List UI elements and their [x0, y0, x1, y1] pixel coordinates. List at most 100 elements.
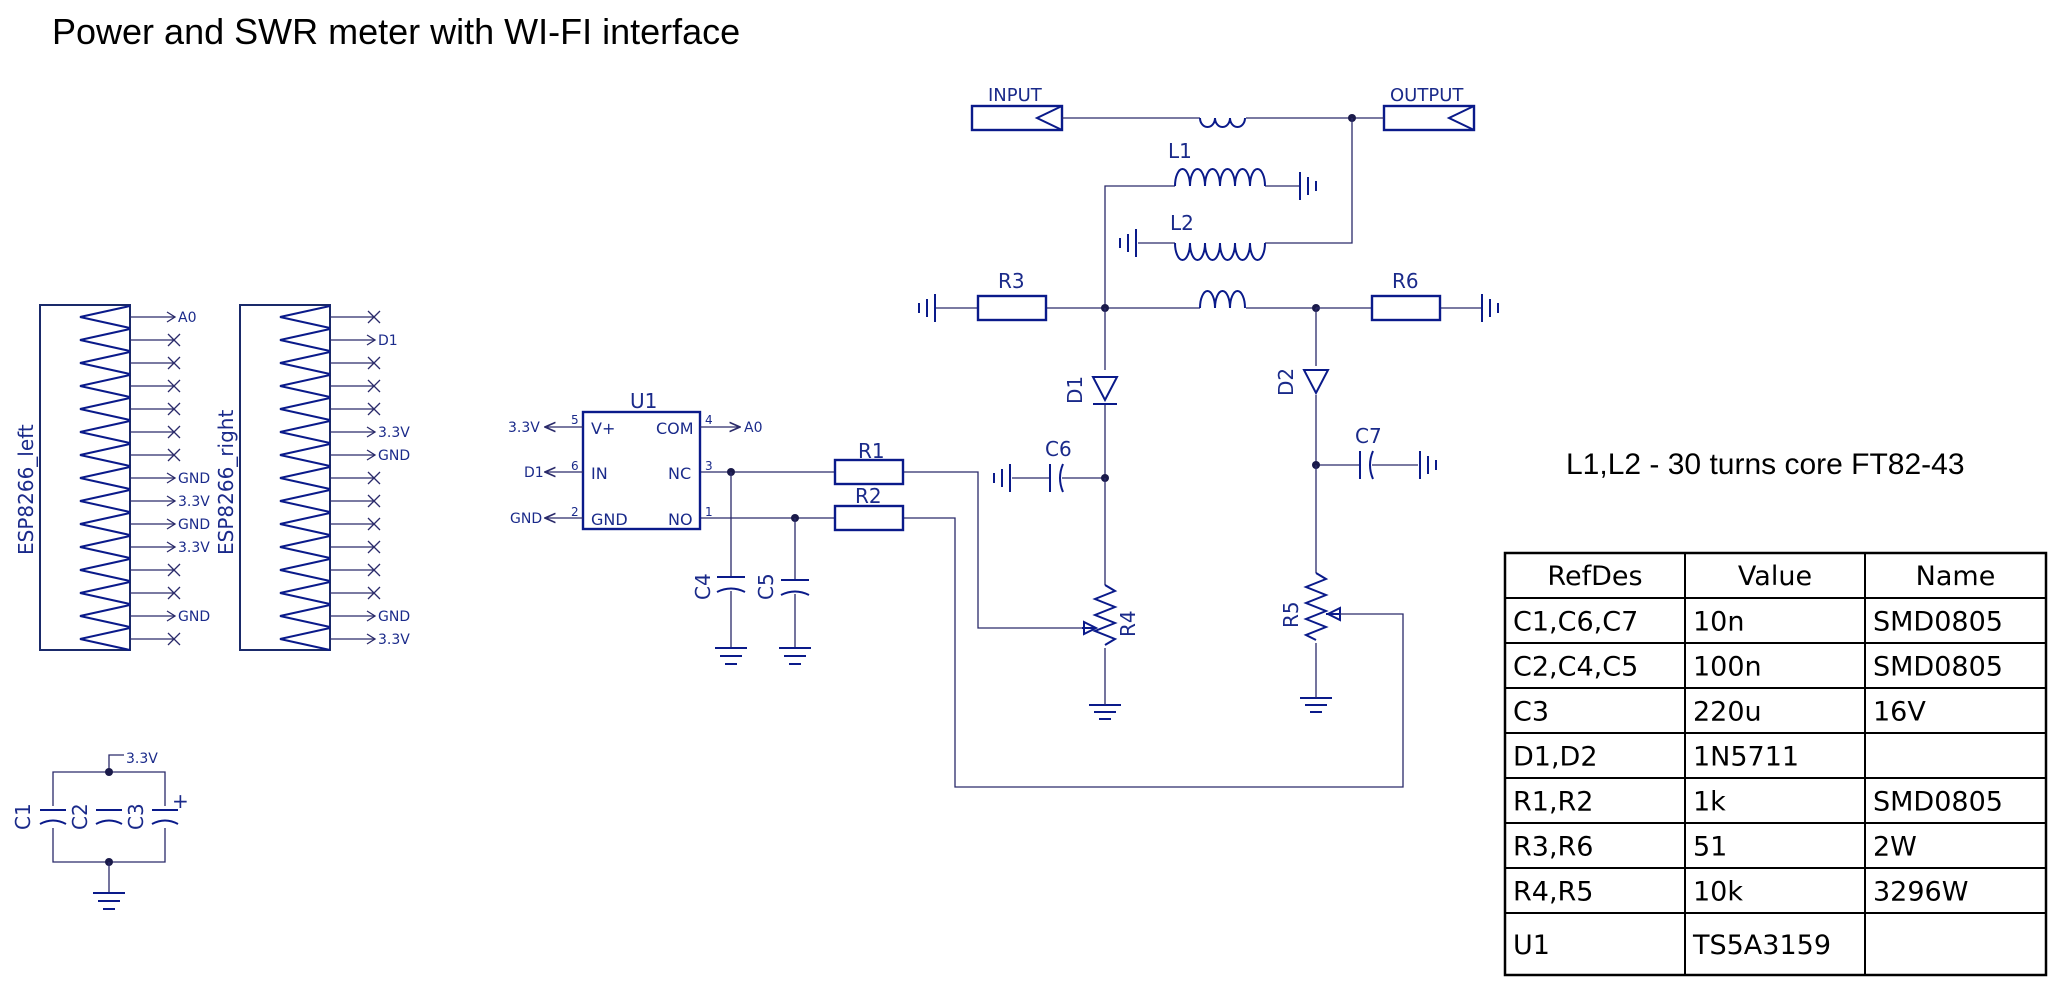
diode-d1: D1	[1063, 308, 1119, 478]
connector-pin: 3.3V	[330, 632, 410, 648]
pin-net-label: 3.3V	[378, 632, 410, 648]
connector-pin	[130, 356, 181, 370]
potentiometer-r4: R4	[1082, 478, 1140, 700]
connector-pin	[130, 448, 181, 462]
bom-cell: 1k	[1693, 787, 1726, 818]
svg-text:3.3V: 3.3V	[126, 751, 158, 767]
connector-pin: A0	[130, 310, 196, 326]
bom-cell: 220u	[1693, 697, 1762, 728]
connector-pin	[130, 425, 181, 439]
svg-text:D2: D2	[1274, 368, 1298, 396]
svg-text:IN: IN	[591, 464, 608, 483]
resistor-r3: R3	[935, 269, 1105, 322]
pin-net-label: 3.3V	[378, 425, 410, 441]
connector-pin	[330, 563, 381, 577]
ic-u1: U1 V+ IN GND COM NC NO 5 6 2 4 3 1 3.3V …	[508, 389, 762, 531]
connector-pin: 3.3V	[130, 540, 210, 556]
connector-pin	[330, 540, 381, 554]
bom-cell: C2,C4,C5	[1513, 652, 1638, 683]
svg-text:C7: C7	[1355, 424, 1382, 448]
connector-pin	[130, 563, 181, 577]
bom-cell: 3296W	[1873, 877, 1968, 908]
svg-text:4: 4	[705, 413, 713, 427]
decoupling-capacitors: 3.3V C1 C2 C3 +	[11, 751, 189, 910]
bom-cell: R1,R2	[1513, 787, 1593, 818]
svg-text:+: +	[172, 789, 189, 813]
svg-text:V+: V+	[591, 419, 615, 438]
pin-net-label: 3.3V	[178, 540, 210, 556]
svg-text:L1: L1	[1168, 139, 1192, 163]
bom-cell: 1N5711	[1693, 742, 1799, 773]
svg-text:NO: NO	[668, 510, 693, 529]
bom-cell: D1,D2	[1513, 742, 1598, 773]
svg-text:C5: C5	[754, 573, 778, 600]
bom-cell: TS5A3159	[1692, 930, 1831, 961]
bom-cell: C1,C6,C7	[1513, 607, 1638, 638]
sense-coil	[1199, 290, 1246, 309]
bom-cell: R4,R5	[1513, 877, 1593, 908]
svg-text:C2: C2	[68, 803, 92, 830]
svg-text:2: 2	[571, 505, 579, 519]
connector-pin: GND	[330, 609, 410, 625]
svg-text:3.3V: 3.3V	[508, 420, 540, 436]
connector-pin	[330, 356, 381, 370]
svg-text:3: 3	[705, 459, 713, 473]
svg-text:R1: R1	[858, 439, 885, 463]
input-port: INPUT	[970, 85, 1064, 132]
svg-text:R6: R6	[1392, 269, 1419, 293]
ground-c6	[993, 464, 1011, 492]
connector-pin: 3.3V	[330, 425, 410, 441]
svg-text:A0: A0	[744, 420, 762, 436]
svg-text:D1: D1	[524, 465, 544, 481]
resistor-r6: R6	[1316, 269, 1482, 322]
svg-text:COM: COM	[656, 419, 694, 438]
potentiometer-r5: R5	[1279, 465, 1341, 695]
svg-text:R2: R2	[855, 484, 882, 508]
svg-text:D1: D1	[1063, 376, 1087, 404]
connector-pin: GND	[130, 471, 210, 487]
connector-pin	[330, 402, 381, 416]
bom-cell: 10n	[1693, 607, 1744, 638]
connector-pin	[130, 632, 181, 646]
coil-note: L1,L2 - 30 turns core FT82-43	[1566, 448, 1965, 481]
capacitor-c6: C6	[1012, 437, 1105, 493]
connector-pin: GND	[330, 448, 410, 464]
svg-text:GND: GND	[510, 511, 542, 527]
capacitor-c7: C7	[1316, 424, 1418, 480]
svg-text:ESP8266_left: ESP8266_left	[14, 424, 38, 555]
svg-text:C1: C1	[11, 803, 35, 830]
bom-cell: SMD0805	[1873, 787, 2003, 818]
svg-text:C4: C4	[691, 573, 715, 600]
bom-cell: 16V	[1873, 697, 1926, 728]
svg-text:U1: U1	[630, 389, 657, 413]
resistor-r1: R1	[700, 439, 905, 486]
svg-text:INPUT: INPUT	[988, 85, 1043, 106]
svg-text:1: 1	[705, 505, 713, 519]
pin-net-label: D1	[378, 333, 398, 349]
bom-cell: R3,R6	[1513, 832, 1593, 863]
connector-pin	[130, 333, 181, 347]
svg-text:R4: R4	[1116, 610, 1140, 637]
connector-pin	[330, 494, 381, 508]
diode-d2: D2	[1274, 308, 1330, 465]
connector-pin	[330, 310, 381, 324]
bom-cell: SMD0805	[1873, 652, 2003, 683]
through-coil	[1199, 117, 1246, 128]
svg-text:R3: R3	[998, 269, 1025, 293]
capacitor-c5: C5	[754, 518, 811, 665]
connector-pin: 3.3V	[130, 494, 210, 510]
bom-cell: 51	[1693, 832, 1727, 863]
bom-header-cell: Value	[1738, 561, 1812, 592]
connector-pin	[330, 517, 381, 531]
pin-net-label: GND	[378, 609, 410, 625]
bom-cell: 2W	[1873, 832, 1917, 863]
bom-cell: SMD0805	[1873, 607, 2003, 638]
svg-text:L2: L2	[1170, 211, 1194, 235]
pin-net-label: A0	[178, 310, 196, 326]
ground-l2	[1119, 229, 1137, 257]
bom-cell: 10k	[1693, 877, 1743, 908]
ground-r5	[1300, 695, 1332, 713]
